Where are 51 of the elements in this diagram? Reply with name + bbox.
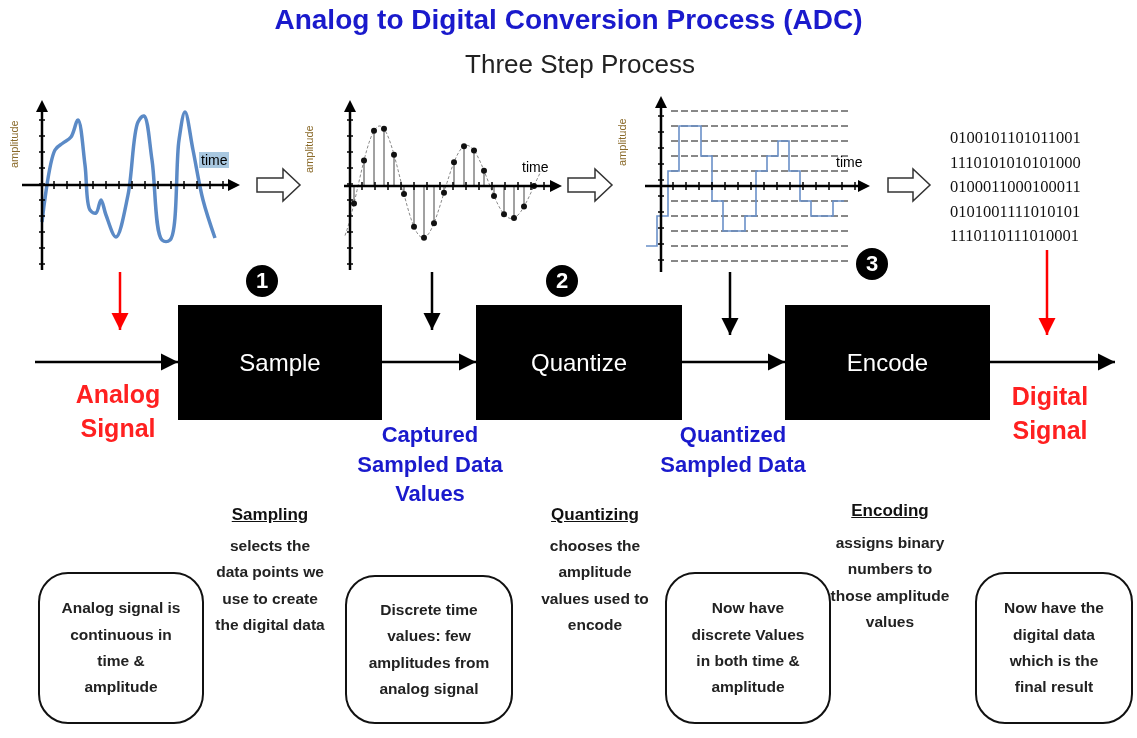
arrow xyxy=(423,272,441,330)
axis-title: time xyxy=(522,159,549,175)
subtitle: Three Step Process xyxy=(464,48,696,81)
process-name: Sample xyxy=(239,348,321,377)
arrow xyxy=(682,353,785,371)
axis-title: amplitude xyxy=(8,120,20,168)
block-arrow xyxy=(887,167,932,203)
axis-title: amplitude xyxy=(616,118,628,166)
step-description: assigns binary numbers to those amplitude values xyxy=(829,533,951,633)
signal-label: Analog Signal xyxy=(74,379,162,444)
stage-output-label: Quantized Sampled Data xyxy=(659,421,807,479)
block-arrow xyxy=(256,167,302,203)
process-box xyxy=(476,305,682,420)
note-text: Discrete time values: few amplitudes from analog signal xyxy=(367,599,491,699)
note-text: Analog signal is continuous in time & amplitude xyxy=(60,598,182,698)
step-description: selects the data points we use to create the digital data xyxy=(214,536,326,636)
axis-title: time xyxy=(199,152,230,168)
note-text: Now have the digital data which is the final result xyxy=(1003,598,1105,698)
stage-output-label: Captured Sampled Data Values xyxy=(356,421,504,509)
arrow xyxy=(990,353,1115,371)
binary-code-row-text: 0100011000100011 xyxy=(950,176,1082,198)
step-description: chooses the amplitude values used to encode xyxy=(540,536,650,636)
arrow xyxy=(382,353,476,371)
note-box xyxy=(975,572,1133,724)
block-arrow xyxy=(567,167,614,203)
step-heading: Sampling xyxy=(230,504,310,526)
process-box xyxy=(785,305,990,420)
axis-title: amplitude xyxy=(303,125,315,173)
binary-code-row-text: 0101001111010101 xyxy=(950,200,1082,223)
signal-label: Digital Signal xyxy=(1010,381,1090,446)
process-name: Encode xyxy=(846,348,929,377)
arrow xyxy=(35,353,178,371)
step-heading: Encoding xyxy=(850,500,930,522)
note-box xyxy=(665,572,831,724)
binary-code-row-text: 0100101101011001 xyxy=(950,127,1082,149)
step-number: 3 xyxy=(856,248,888,280)
note-box xyxy=(38,572,204,724)
arrow xyxy=(721,272,739,335)
binary-code-row-text: 1110101010101000 xyxy=(950,151,1082,174)
title: Analog to Digital Conversion Process (ADC) xyxy=(273,4,864,36)
note-text: Now have discrete Values in both time & amplitude xyxy=(690,598,806,698)
axis-title: time xyxy=(836,154,863,170)
step-number: 2 xyxy=(546,265,578,297)
arrow xyxy=(111,272,129,330)
process-box xyxy=(178,305,382,420)
note-box xyxy=(345,575,513,724)
step-number: 1 xyxy=(246,265,278,297)
arrow xyxy=(1038,250,1056,335)
step-heading: Quantizing xyxy=(550,504,640,526)
process-name: Quantize xyxy=(530,348,628,377)
binary-code-row-text: 1110110111010001 xyxy=(950,225,1080,247)
